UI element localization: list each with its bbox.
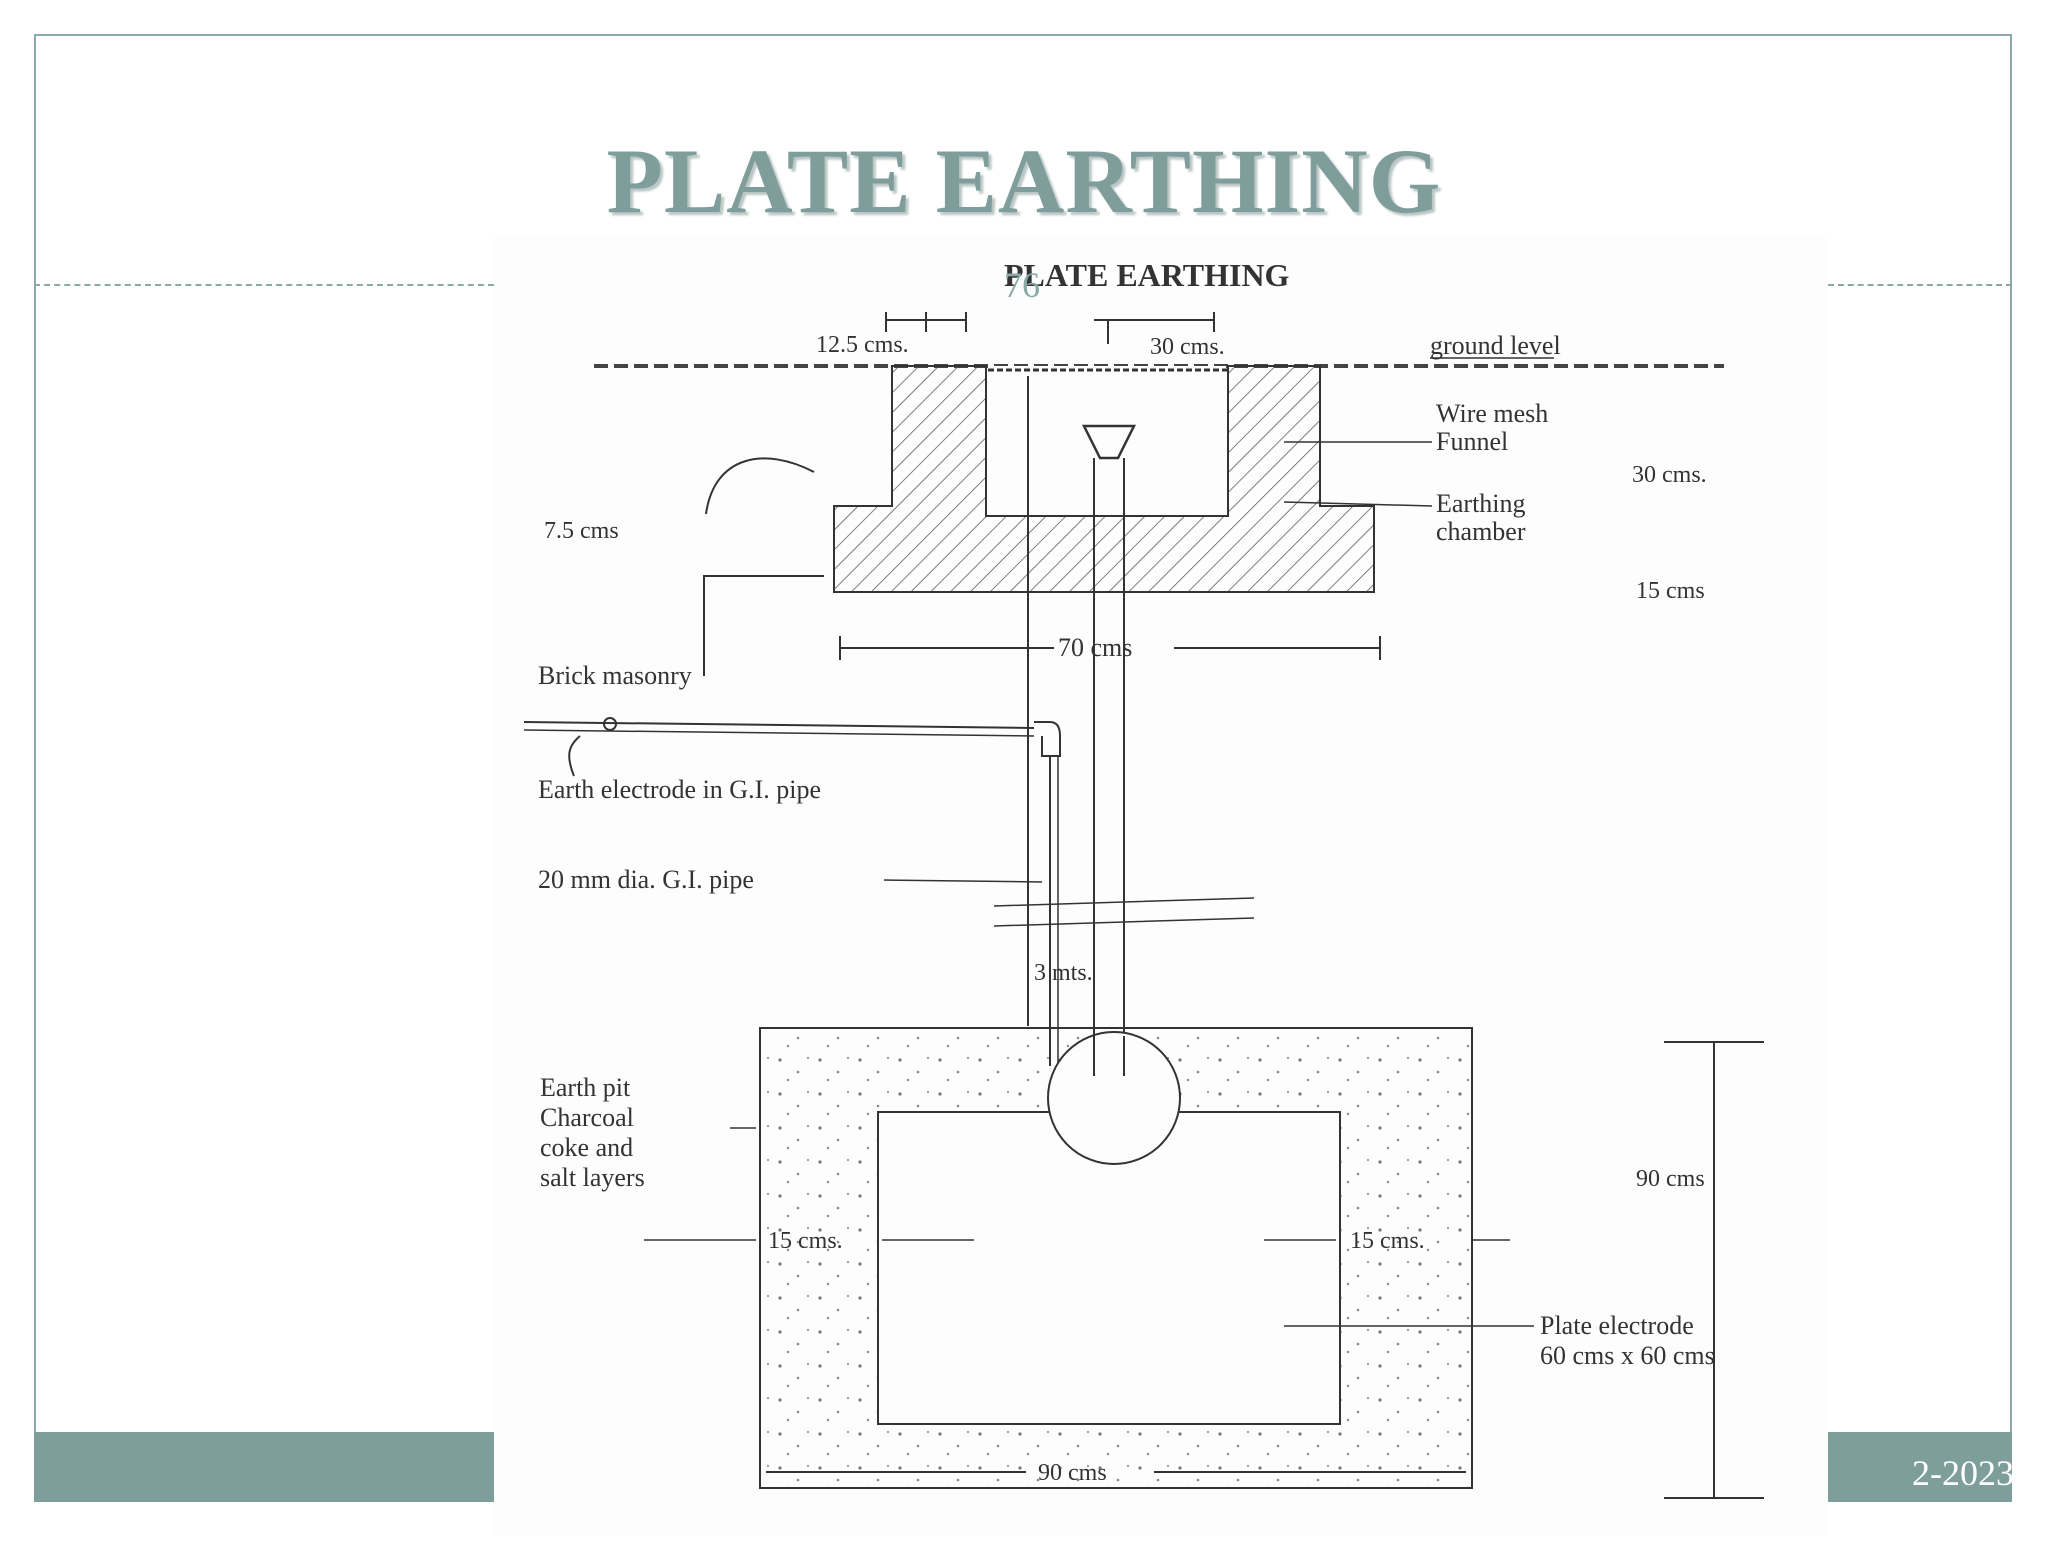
gi-pipe-label: 20 mm dia. G.I. pipe <box>538 865 754 894</box>
pipe-connection-circle <box>1047 1031 1181 1165</box>
dim-15-left-label: 15 cms. <box>768 1228 843 1254</box>
dim-7-5-label: 7.5 cms <box>544 518 619 544</box>
dim-90-right-label: 90 cms <box>1636 1166 1705 1192</box>
earth-pit-label: Earth pit <box>540 1073 631 1102</box>
footer-date: 2-2023 <box>1912 1453 2014 1493</box>
earth-electrode-label: Earth electrode in G.I. pipe <box>538 775 821 804</box>
chamber-label: chamber <box>1436 517 1526 546</box>
funnel-label: Funnel <box>1436 427 1508 456</box>
top-dimension-lines <box>885 312 1215 344</box>
ground-level-label: ground level <box>1430 331 1561 360</box>
break-lines <box>993 897 1255 927</box>
dim-70-label: 70 cms <box>1058 633 1132 662</box>
earth-electrode-leader <box>568 735 581 777</box>
chamber-cavity <box>988 366 1226 514</box>
brick-masonry-chamber <box>833 365 1375 593</box>
wire-clamp <box>603 717 617 731</box>
diagram-image: PLATE EARTHING 12.5 cms. 30 cms. ground … <box>494 236 1828 1536</box>
earthing-chamber-leader <box>1283 501 1433 507</box>
earth-wire-lower <box>523 729 1035 737</box>
dim-70-line <box>839 636 1381 660</box>
wire-mesh-label: Wire mesh <box>1436 399 1548 428</box>
dim-7-5-leader <box>705 457 815 515</box>
dim-15-inner-right-label: 15 cms. <box>1350 1228 1425 1254</box>
coke-and-label: coke and <box>540 1133 633 1162</box>
dim-3m-label: 3 mts. <box>1034 960 1093 986</box>
dim-12-5-label: 12.5 cms. <box>816 332 909 358</box>
plate-size-label: 60 cms x 60 cms <box>1540 1341 1715 1370</box>
footer-bar-right <box>1828 1432 2012 1502</box>
dim-30-top-label: 30 cms. <box>1150 334 1225 360</box>
brick-masonry-leader <box>703 575 824 676</box>
dim-15-right-label: 15 cms <box>1636 578 1705 604</box>
earthing-label: Earthing <box>1436 489 1526 518</box>
page-number: 76 <box>1004 265 1040 305</box>
diagram-heading: PLATE EARTHING <box>1004 257 1290 293</box>
dim-30-right-label: 30 cms. <box>1632 462 1707 488</box>
salt-layers-label: salt layers <box>540 1163 645 1192</box>
title-divider-right <box>1828 284 2012 286</box>
dim-90-bottom-label: 90 cms <box>1038 1460 1107 1486</box>
gi-pipe-leader <box>883 879 1043 883</box>
earth-wire <box>523 721 1035 729</box>
pipe-bend <box>1034 721 1061 757</box>
vertical-90-dim <box>1664 1041 1764 1499</box>
plate-electrode-label: Plate electrode <box>1540 1311 1694 1340</box>
plate-earthing-diagram: PLATE EARTHING 12.5 cms. 30 cms. ground … <box>523 257 1764 1499</box>
footer-bar-left <box>34 1432 494 1502</box>
brick-masonry-label: Brick masonry <box>538 661 692 690</box>
title-divider-left <box>34 284 494 286</box>
slide-title: PLATE EARTHING <box>606 130 1442 232</box>
funnel-shape <box>1081 424 1137 460</box>
charcoal-label: Charcoal <box>540 1103 634 1132</box>
